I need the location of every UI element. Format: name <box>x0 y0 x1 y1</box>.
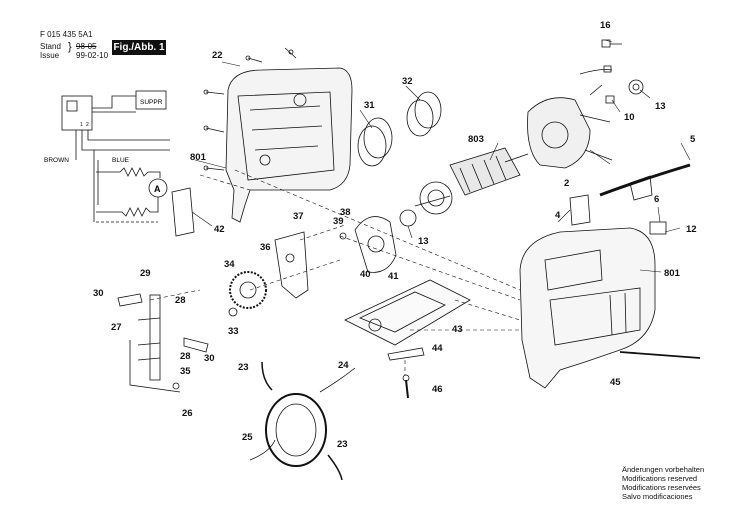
part-label-26: 26 <box>182 408 193 419</box>
wiring-schematic <box>61 90 170 223</box>
hex-key-45 <box>619 351 701 359</box>
part-label-13-bearing: 13 <box>418 236 429 247</box>
part-label-30-right: 30 <box>204 353 215 364</box>
cover-42 <box>171 187 195 237</box>
capacitor-12 <box>649 221 667 235</box>
part-label-36: 36 <box>260 242 271 253</box>
part-label-22: 22 <box>212 50 223 61</box>
part-label-35: 35 <box>180 366 191 377</box>
part-label-29: 29 <box>140 268 151 279</box>
part-label-32: 32 <box>402 76 413 87</box>
part-label-803: 803 <box>468 134 484 145</box>
part-label-801-left: 801 <box>190 152 207 163</box>
part-label-30-left: 30 <box>93 288 104 299</box>
bushing-32 <box>406 91 442 137</box>
stand-label: Stand <box>40 42 61 51</box>
terminal-label-1: 1 <box>80 122 83 128</box>
part-label-46: 46 <box>432 384 443 395</box>
screw-46 <box>405 379 409 399</box>
part-label-23-top: 23 <box>238 362 249 373</box>
part-label-42: 42 <box>214 224 225 235</box>
plunger-assembly <box>117 293 209 393</box>
counterweight-36 <box>274 231 309 299</box>
needle-bearing-33 <box>228 307 238 317</box>
housing-screws <box>203 47 297 171</box>
note-de: Änderungen vorbehalten <box>622 465 705 474</box>
note-es: Salvo modificaciones <box>622 492 693 501</box>
brush-holder-ring <box>249 361 356 481</box>
part-label-34: 34 <box>224 259 235 270</box>
doc-number: F 015 435 5A1 <box>40 30 93 39</box>
stator-field-coil <box>527 84 613 169</box>
part-label-16: 16 <box>600 20 611 31</box>
leader-lines <box>191 39 691 273</box>
brown-text: BROWN <box>44 157 69 164</box>
part-label-12: 12 <box>686 224 697 235</box>
issue-label: Issue <box>40 51 60 60</box>
part-label-10: 10 <box>624 112 635 123</box>
part-label-45: 45 <box>610 377 621 388</box>
part-label-44: 44 <box>432 343 443 354</box>
switch-contact <box>66 100 78 112</box>
housing-left-half <box>225 67 353 223</box>
part-label-801-right: 801 <box>664 268 681 279</box>
motor-text: A <box>154 184 161 194</box>
terminal-label-2: 2 <box>86 122 89 128</box>
blade-clamp-44 <box>387 347 425 361</box>
part-label-4: 4 <box>555 210 561 221</box>
switch-part-4 <box>569 194 591 226</box>
stand-value: 98-05 <box>76 42 97 51</box>
gear-34 <box>229 271 267 309</box>
part-label-37: 37 <box>293 211 304 222</box>
washer-39 <box>339 232 347 240</box>
bushing-31 <box>357 117 393 167</box>
part-label-28-bottom: 28 <box>180 351 191 362</box>
modification-notes: Änderungen vorbehalten Modifications res… <box>622 465 704 501</box>
part-label-39: 39 <box>333 216 344 227</box>
power-cable <box>599 163 691 201</box>
base-plate-43 <box>344 279 471 346</box>
switch-block <box>61 95 93 131</box>
issue-value: 99-02-10 <box>76 51 109 60</box>
part-label-25: 25 <box>242 432 253 443</box>
part-label-27: 27 <box>111 322 122 333</box>
part-label-6: 6 <box>654 194 659 205</box>
bearing-13 <box>399 209 417 227</box>
part-label-33: 33 <box>228 326 239 337</box>
part-label-23-bottom: 23 <box>337 439 348 450</box>
part-label-41: 41 <box>388 271 399 282</box>
part-label-31: 31 <box>364 100 375 111</box>
part-label-28-top: 28 <box>175 295 186 306</box>
gear-housing-40 <box>354 216 397 273</box>
brace-symbol: } <box>68 41 72 53</box>
part-label-43: 43 <box>452 324 463 335</box>
suppr-text: SUPPR <box>140 99 163 106</box>
part-label-38: 38 <box>340 207 351 218</box>
part-label-24: 24 <box>338 360 349 371</box>
armature-rotor <box>414 147 529 215</box>
housing-right-half <box>519 227 656 389</box>
note-en: Modifications reserved <box>622 474 698 483</box>
part-label-2: 2 <box>564 178 569 189</box>
part-label-5: 5 <box>690 134 696 145</box>
part-label-40: 40 <box>360 269 371 280</box>
suppressor-box <box>135 90 167 110</box>
note-fr: Modifications reservées <box>622 483 701 492</box>
brush-holder-parts <box>579 39 644 104</box>
figure-label: Fig./Abb. 1 <box>112 40 166 55</box>
blue-text: BLUE <box>112 157 130 164</box>
part-label-13-top: 13 <box>655 101 666 112</box>
assembly-lines <box>149 169 521 375</box>
